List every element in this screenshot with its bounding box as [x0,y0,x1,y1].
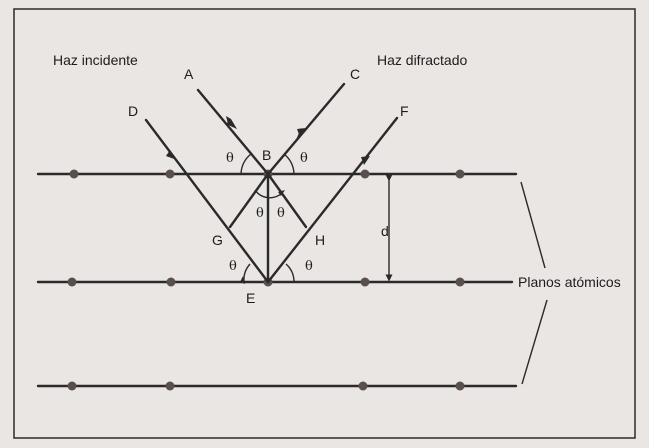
atom [165,381,175,391]
arrow-head [226,120,237,129]
point-D: D [128,103,138,119]
line-G-B [228,172,270,229]
ray-D-E [144,118,270,284]
angle-arc [254,189,283,199]
point-A: A [184,66,194,82]
ray-B-C [266,82,346,176]
angle-arc [285,263,295,283]
ray-E-F [266,116,399,284]
point-G: G [212,232,223,248]
atom [360,169,370,179]
incident-beam-label: Haz incidente [53,52,138,68]
diffracted-beam-label: Haz difractado [377,52,467,68]
theta-label: θ [305,259,313,274]
arrow-head [361,156,370,165]
point-B: B [262,147,271,163]
arrow-head [166,150,177,160]
bracket-upper [520,181,546,269]
theta-label: θ [277,206,285,221]
arrow-head [278,190,285,196]
angle-arc [283,153,295,175]
theta-label: θ [300,151,308,166]
point-C: C [350,66,360,82]
theta-label: θ [229,259,237,274]
spacing-label: d [381,223,389,239]
point-F: F [400,103,409,119]
atom [166,277,176,287]
atom [455,277,465,287]
atom [360,277,370,287]
angle-arc [243,263,251,283]
arrow-head [240,276,245,284]
theta-label: θ [226,151,234,166]
atom [358,381,368,391]
diagram-frame [13,8,636,439]
atoms [67,169,465,391]
atomic-planes-label: Planos atómicos [518,274,621,290]
point-H: H [315,232,325,248]
atom [67,277,77,287]
atom [455,169,465,179]
angle-arc [240,153,252,175]
line-B-H [266,172,308,229]
arrow-head [297,128,306,137]
theta-label: θ [256,206,264,221]
atom [165,169,175,179]
ray-A-B [196,88,270,176]
atom [455,381,465,391]
atom [67,381,77,391]
bracket-lower [521,299,548,385]
atom [69,169,79,179]
point-E: E [246,290,255,306]
